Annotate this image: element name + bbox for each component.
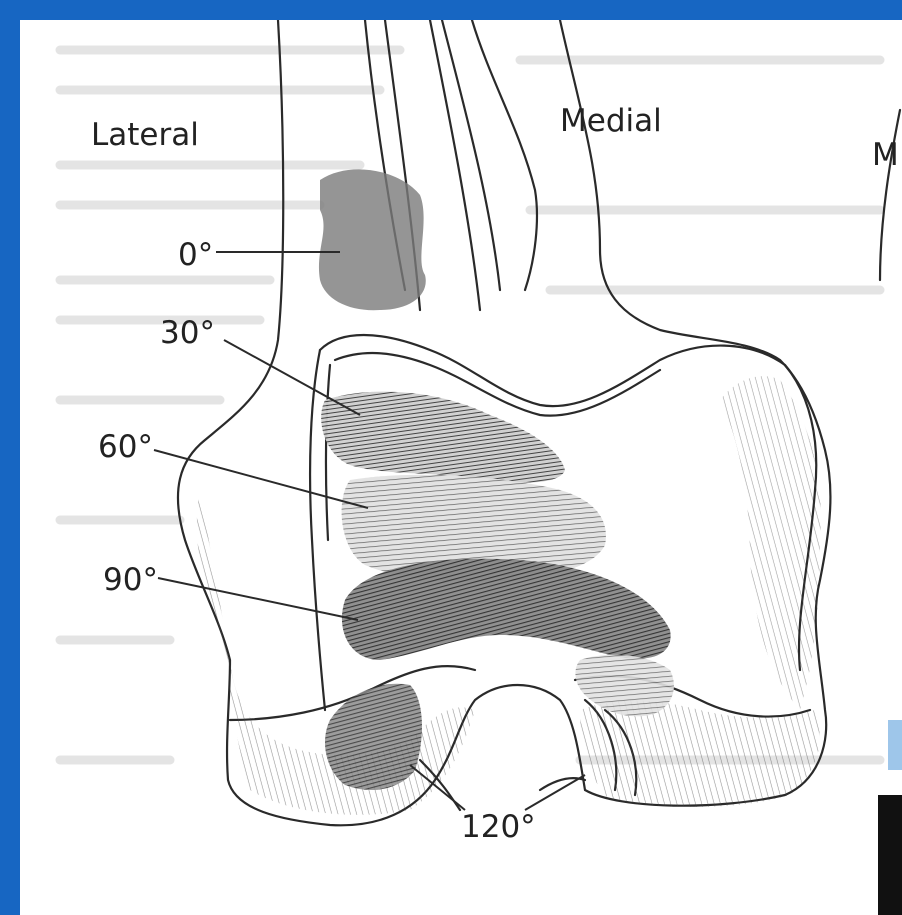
label-lateral: Lateral bbox=[91, 120, 199, 151]
leader-line-120b bbox=[525, 775, 585, 810]
contact-area-90 bbox=[342, 559, 671, 660]
diagram-frame: Lateral Medial M 0° 30° 60° 90° 120° bbox=[20, 20, 902, 915]
contact-area-0 bbox=[319, 169, 426, 310]
leader-line-90 bbox=[158, 578, 358, 620]
corner-accent-shape bbox=[888, 720, 902, 770]
label-60-degrees: 60° bbox=[98, 432, 153, 463]
contact-area-30 bbox=[321, 392, 565, 483]
label-90-degrees: 90° bbox=[103, 565, 158, 596]
femur-contact-diagram bbox=[20, 20, 902, 915]
label-120-degrees: 120° bbox=[461, 812, 536, 843]
label-0-degrees: 0° bbox=[178, 240, 213, 271]
contact-area-120-lateral bbox=[325, 684, 422, 790]
leader-line-60 bbox=[154, 450, 368, 508]
corner-block-shape bbox=[878, 795, 902, 915]
label-30-degrees: 30° bbox=[160, 318, 215, 349]
label-medial: Medial bbox=[560, 106, 662, 137]
label-medial-cut: M bbox=[872, 140, 899, 171]
